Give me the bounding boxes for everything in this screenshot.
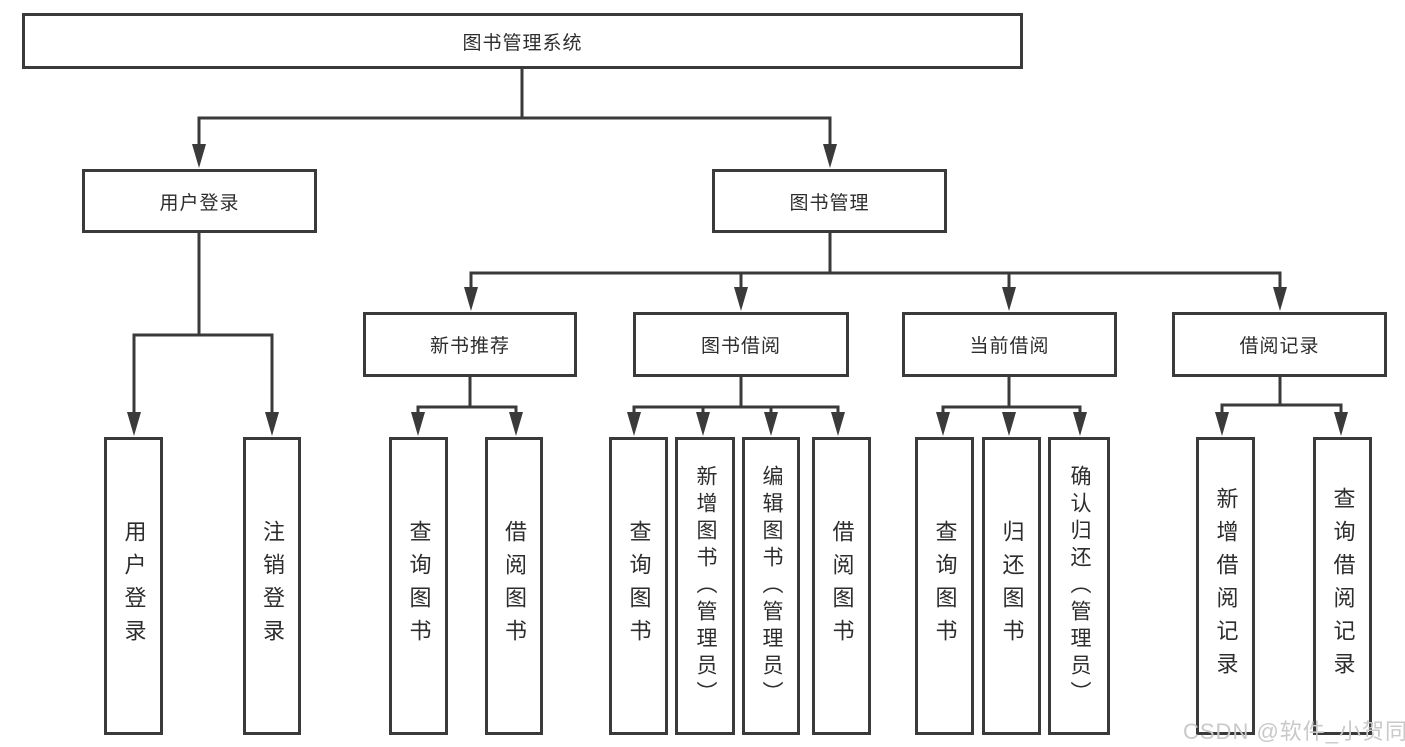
leaf-query-book-2: 查询图书 xyxy=(609,437,668,735)
leaf-edit-book-admin: 编辑图书（管理员） xyxy=(742,437,800,735)
leaf-add-book-admin: 新增图书（管理员） xyxy=(675,437,735,735)
node-current-borrow: 当前借阅 xyxy=(902,312,1117,377)
leaf-query-borrow-record: 查询借阅记录 xyxy=(1313,437,1372,735)
node-new-book-recommend: 新书推荐 xyxy=(363,312,577,377)
node-book-borrow: 图书借阅 xyxy=(633,312,849,377)
csdn-watermark: CSDN @软件_小贺同学 xyxy=(1183,719,1405,744)
node-root: 图书管理系统 xyxy=(22,13,1023,69)
leaf-borrow-book-2: 借阅图书 xyxy=(812,437,871,735)
leaf-return-book: 归还图书 xyxy=(982,437,1041,735)
leaf-borrow-book-1: 借阅图书 xyxy=(485,437,543,735)
node-book-management: 图书管理 xyxy=(712,169,947,233)
leaf-query-book-3: 查询图书 xyxy=(915,437,974,735)
leaf-logout: 注销登录 xyxy=(243,437,301,735)
leaf-confirm-return-admin: 确认归还（管理员） xyxy=(1048,437,1110,735)
node-borrow-records: 借阅记录 xyxy=(1172,312,1387,377)
node-user-login: 用户登录 xyxy=(82,169,317,233)
leaf-add-borrow-record: 新增借阅记录 xyxy=(1196,437,1255,735)
arrowheads xyxy=(127,144,1348,436)
leaf-query-book-1: 查询图书 xyxy=(389,437,448,735)
leaf-user-login: 用户登录 xyxy=(104,437,163,735)
